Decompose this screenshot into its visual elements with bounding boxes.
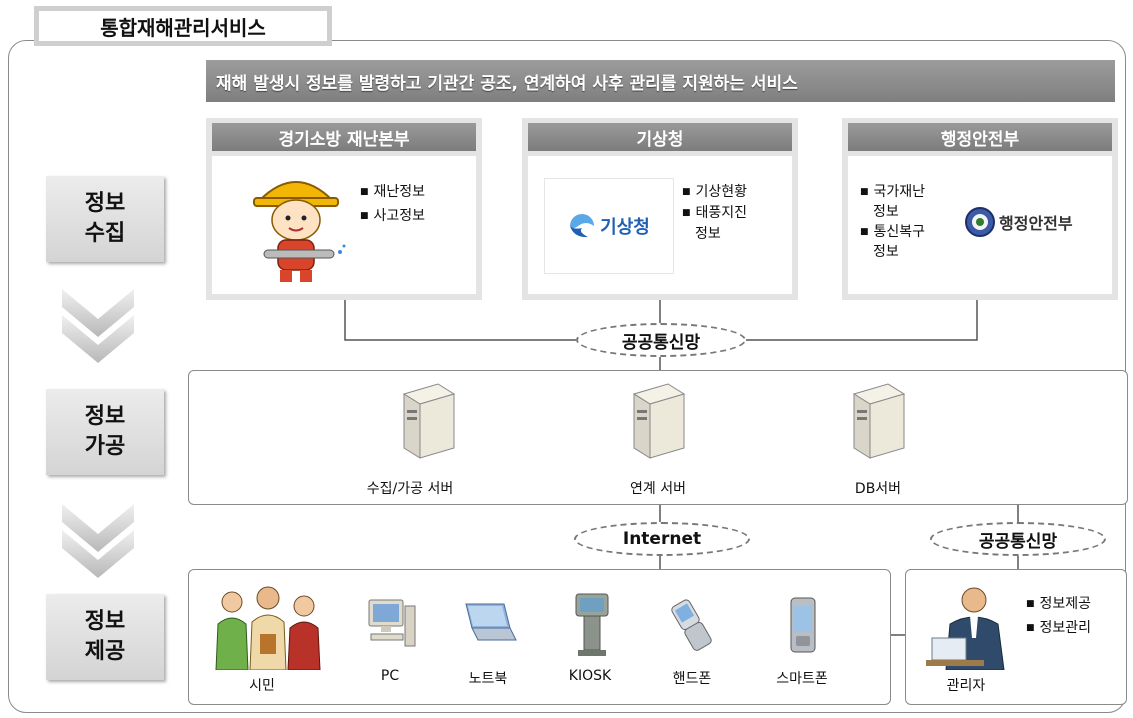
kma-logo: 기상청 bbox=[544, 178, 674, 274]
kma-emblem-icon bbox=[570, 214, 595, 238]
device-label-smartphone: 스마트폰 bbox=[776, 671, 828, 687]
agency-kma-title: 기상청 bbox=[528, 123, 792, 151]
mopas-emblem-icon bbox=[965, 207, 995, 237]
admin-info-list: ■정보제공 ■정보관리 bbox=[1026, 592, 1091, 640]
admin-label: 관리자 bbox=[946, 678, 986, 694]
list-item: 정보 bbox=[695, 226, 721, 242]
kiosk-icon bbox=[575, 593, 609, 656]
list-item: 정보 bbox=[873, 244, 899, 260]
smartphone-icon bbox=[790, 597, 816, 653]
agency-fire-box: 경기소방 재난본부 ■재난정보 ■사고정보 bbox=[206, 118, 482, 300]
mopas-logo: 행정안전부 bbox=[964, 206, 1073, 238]
firefighter-mascot-icon bbox=[253, 181, 346, 282]
down-chevron-icon bbox=[62, 289, 134, 363]
device-label-citizen: 시민 bbox=[249, 678, 275, 694]
list-item: ■국가재난 bbox=[860, 184, 926, 200]
agency-mopas-title: 행정안전부 bbox=[848, 123, 1112, 151]
list-item: ■사고정보 bbox=[360, 208, 426, 224]
list-item: ■정보관리 bbox=[1026, 620, 1092, 636]
server-icon bbox=[632, 383, 686, 459]
kma-info-list: ■기상현황 ■태풍지진 정보 bbox=[682, 182, 747, 245]
server-icon bbox=[402, 383, 456, 459]
pc-icon bbox=[368, 599, 416, 647]
server-icon bbox=[852, 383, 906, 459]
mobile-phone-icon bbox=[671, 599, 712, 651]
public-network-lower: 공공통신망 bbox=[930, 522, 1106, 556]
device-label-pc: PC bbox=[380, 668, 400, 684]
server-label-db: DB서버 bbox=[854, 481, 902, 497]
list-item: ■기상현황 bbox=[682, 184, 748, 200]
list-item: ■정보제공 bbox=[1026, 596, 1092, 612]
administrator-icon bbox=[926, 587, 1005, 670]
mopas-info-list: ■국가재난 정보 ■통신복구 정보 bbox=[860, 182, 925, 262]
device-label-kiosk: KIOSK bbox=[568, 668, 612, 684]
internet-network: Internet bbox=[574, 522, 750, 556]
notebook-icon bbox=[465, 603, 517, 641]
public-network-upper: 공공통신망 bbox=[576, 323, 746, 357]
list-item: ■통신복구 bbox=[860, 224, 926, 240]
server-label-link: 연계 서버 bbox=[630, 481, 686, 497]
list-item: 정보 bbox=[873, 204, 899, 220]
agency-mopas-box: 행정안전부 ■국가재난 정보 ■통신복구 정보 행정안전부 bbox=[842, 118, 1118, 300]
fire-info-list: ■재난정보 ■사고정보 bbox=[360, 180, 425, 228]
diagram-title: 통합재해관리서비스 bbox=[34, 6, 332, 46]
agency-fire-title: 경기소방 재난본부 bbox=[212, 123, 476, 151]
device-label-phone: 핸드폰 bbox=[672, 671, 712, 687]
agency-kma-box: 기상청 기상청 ■기상현황 ■태풍지진 정보 bbox=[522, 118, 798, 300]
admin-panel bbox=[905, 569, 1127, 705]
down-chevron-icon bbox=[62, 504, 134, 578]
list-item: ■재난정보 bbox=[360, 184, 426, 200]
device-label-notebook: 노트북 bbox=[468, 671, 508, 687]
server-label-collect: 수집/가공 서버 bbox=[366, 481, 454, 497]
citizens-icon bbox=[215, 586, 321, 670]
list-item: ■태풍지진 bbox=[682, 205, 748, 221]
service-description-banner: 재해 발생시 정보를 발령하고 기관간 공조, 연계하여 사후 관리를 지원하는… bbox=[206, 60, 1115, 102]
